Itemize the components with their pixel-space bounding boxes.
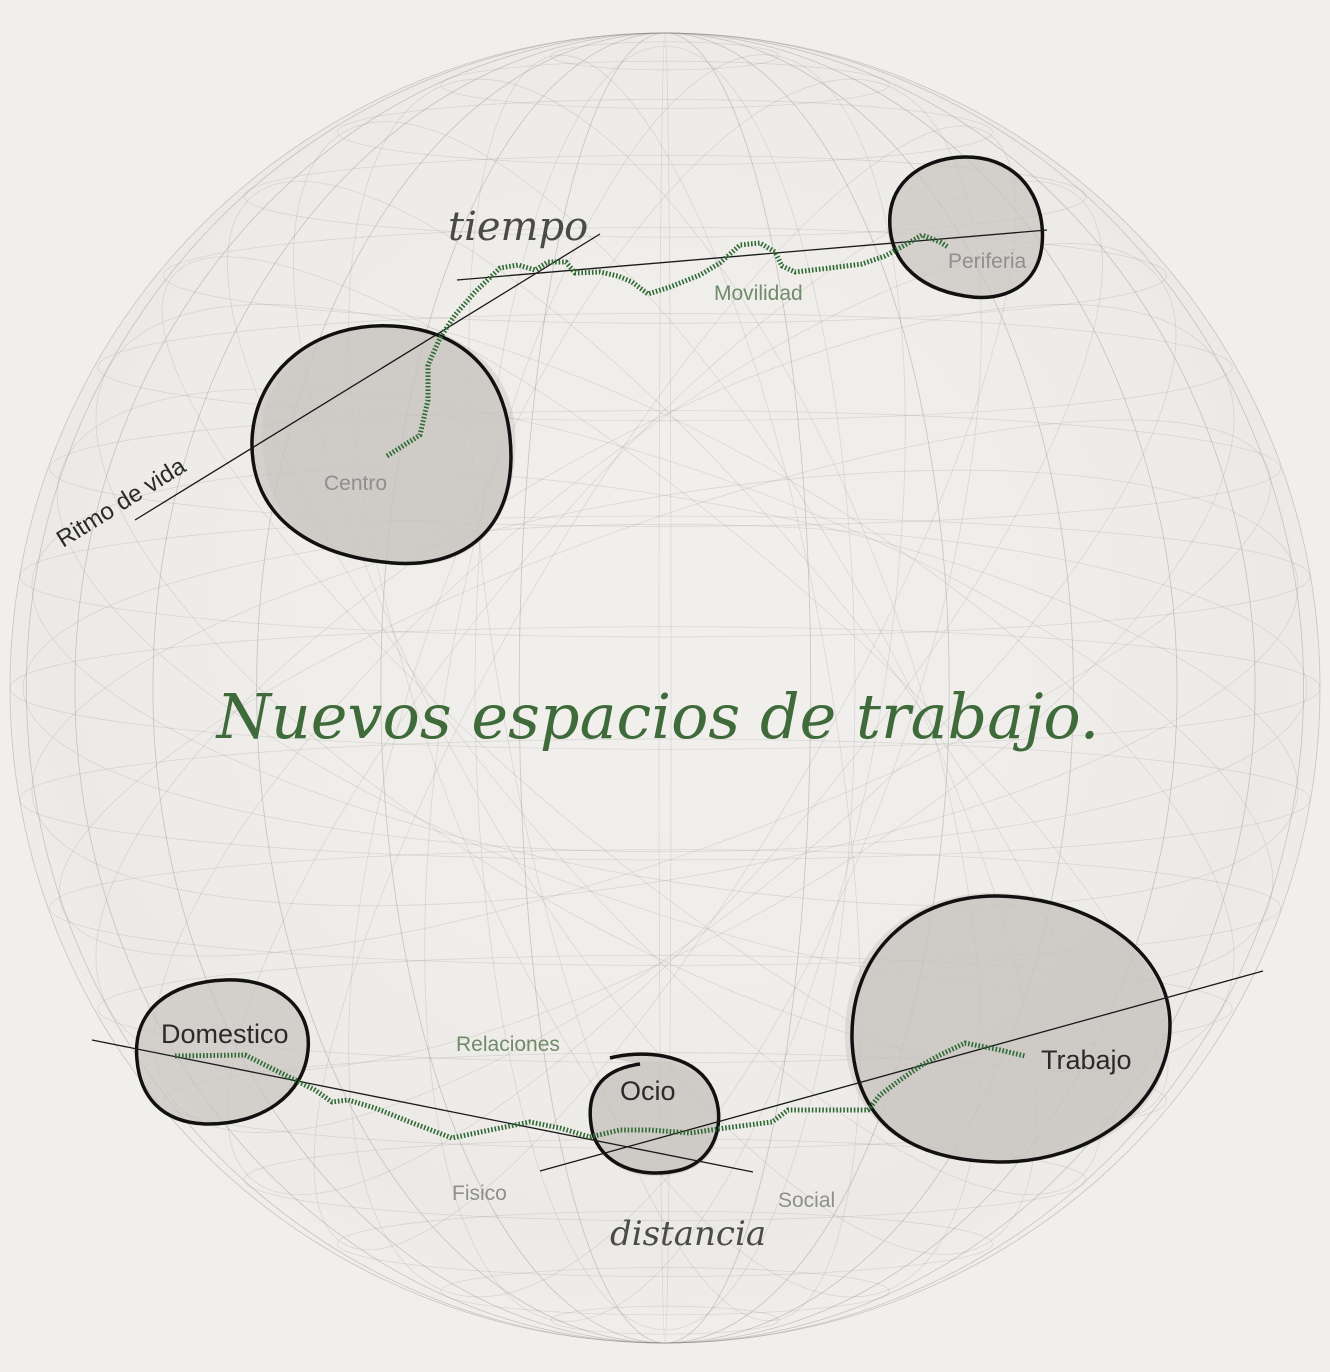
sphere-mesh-line <box>95 304 1235 1072</box>
sphere-meridian-line <box>518 32 812 1344</box>
sphere-meridian-line <box>380 32 950 1344</box>
sphere-meridian-line <box>380 32 950 1344</box>
sphere-latitude-line <box>440 1267 890 1316</box>
sphere-mesh-line <box>293 121 1037 1255</box>
sphere-mesh-line <box>468 54 862 1322</box>
trabajo-blob <box>850 894 1172 1164</box>
sphere-meridian-line <box>152 32 1178 1344</box>
sphere-mesh-line <box>161 256 1169 1120</box>
sphere-meridian-line <box>518 32 812 1344</box>
sphere-latitude-line <box>440 60 890 109</box>
sphere-meridian-line <box>152 32 1178 1344</box>
sphere-meridian-line <box>26 32 1304 1344</box>
sphere-mesh-line <box>227 180 1103 1196</box>
sphere-latitude-line <box>337 1210 993 1277</box>
periferia-label: Periferia <box>948 250 1027 273</box>
sphere-mesh-line <box>31 469 1299 907</box>
page-title: Nuevos espacios de trabajo. <box>215 680 1100 753</box>
ocio-blob <box>588 1052 721 1175</box>
sphere-mesh-line <box>474 45 856 1331</box>
centro-label: Centro <box>324 472 387 495</box>
sphere-latitude-line <box>49 410 1281 527</box>
sphere-meridian-line <box>256 32 1074 1344</box>
domestico-blob <box>134 978 311 1126</box>
movilidad-path <box>385 232 950 459</box>
sphere-mesh-line <box>22 523 1308 853</box>
relaciones-path <box>174 1040 1026 1141</box>
sphere-latitude-line <box>162 227 1168 324</box>
sphere-mesh-line <box>95 304 1235 1072</box>
sphere-mesh-line <box>313 125 1017 1251</box>
movilidad-label: Movilidad <box>714 282 803 305</box>
sphere-meridian-line <box>74 32 1256 1344</box>
sphere-mesh-line <box>424 54 906 1322</box>
sphere-latitude-line <box>550 1305 780 1335</box>
sphere-meridian-line <box>9 32 1321 1344</box>
sphere-latitude-line <box>49 849 1281 966</box>
fisico-axis-line <box>91 1039 754 1173</box>
centro-blob <box>250 324 513 566</box>
trabajo-label: Trabajo <box>1041 1045 1132 1075</box>
sphere-latitude-line <box>337 99 993 166</box>
sphere-meridian-line <box>658 32 672 1344</box>
ocio-label: Ocio <box>620 1076 676 1106</box>
sphere-latitude-line <box>550 41 780 71</box>
social-axis-line <box>539 970 1264 1172</box>
sphere-latitude-line <box>19 738 1311 861</box>
sphere-mesh-line <box>31 469 1299 907</box>
sphere-latitude-line <box>9 626 1321 750</box>
sphere-outline <box>9 32 1321 1344</box>
sphere-mesh-line <box>227 180 1103 1196</box>
social-label: Social <box>778 1189 835 1212</box>
sphere-mesh-line <box>56 388 1274 988</box>
sphere-mesh-line <box>58 419 1272 957</box>
sphere-latitude-line <box>19 515 1311 638</box>
sphere-meridian-line <box>74 32 1256 1344</box>
sphere-meridian-line <box>26 32 1304 1344</box>
mobility-axis-line <box>456 229 1048 281</box>
sphere-mesh-line <box>348 78 982 1298</box>
bottom-diagram: Domestico Ocio Trabajo Relaciones Fisico… <box>91 892 1264 1254</box>
sphere-latitude-line <box>243 155 1087 238</box>
sphere-meridian-line <box>256 32 1074 1344</box>
fisico-label: Fisico <box>452 1182 507 1205</box>
sphere-latitude-line <box>97 313 1233 422</box>
sphere-mesh-line <box>348 78 982 1298</box>
rhythm-axis-line <box>134 233 601 521</box>
domestico-label: Domestico <box>161 1019 289 1049</box>
periferia-blob <box>888 155 1045 300</box>
distancia-label: distancia <box>610 1214 766 1254</box>
relaciones-label: Relaciones <box>456 1033 560 1056</box>
tiempo-label: tiempo <box>448 204 588 250</box>
